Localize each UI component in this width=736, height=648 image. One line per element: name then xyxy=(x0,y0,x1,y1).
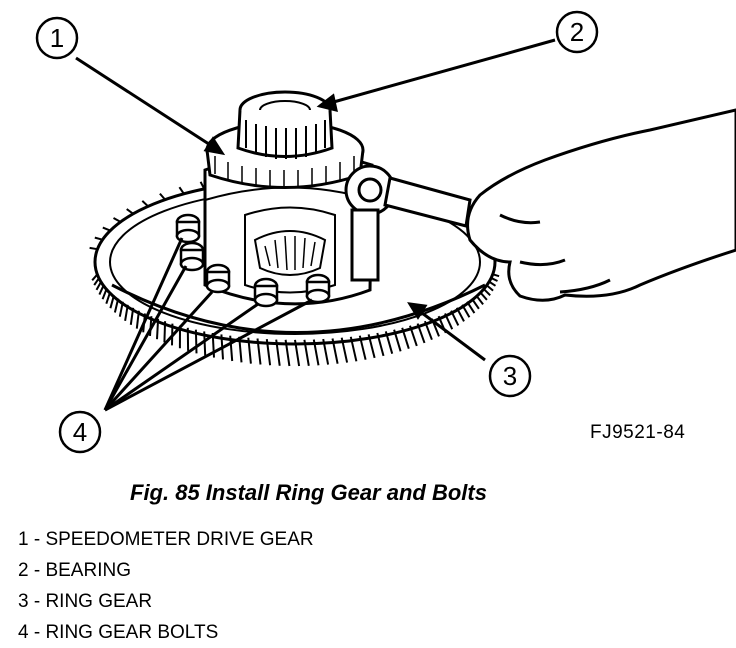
ring-gear-tooth xyxy=(157,319,158,339)
ring-gear-tooth xyxy=(103,228,110,231)
ring-gear-tooth xyxy=(486,285,493,291)
hand xyxy=(468,110,736,300)
ring-gear-tooth xyxy=(204,331,205,355)
legend-item: 3 - RING GEAR xyxy=(18,586,314,617)
ring-gear-tooth xyxy=(483,288,490,295)
ring-gear-tooth xyxy=(114,218,121,222)
ring-gear-tooth xyxy=(92,274,97,280)
svg-text:2: 2 xyxy=(570,17,584,47)
ring-gear-tooth xyxy=(179,187,184,194)
ring-gear-tooth xyxy=(462,305,469,318)
svg-text:1: 1 xyxy=(50,23,64,53)
ring-gear-tooth xyxy=(103,288,107,299)
differential-illustration: 1 2 3 4 xyxy=(0,0,736,470)
callout-2: 2 xyxy=(557,12,597,52)
ring-gear-tooth xyxy=(480,292,487,300)
bolt xyxy=(177,215,199,242)
legend-item: 1 - SPEEDOMETER DRIVE GEAR xyxy=(18,524,314,555)
ring-gear-tooth xyxy=(476,295,483,304)
figure-caption: Fig. 85 Install Ring Gear and Bolts xyxy=(130,480,487,506)
callout-3: 3 xyxy=(490,356,530,396)
bolt xyxy=(255,279,277,306)
ring-gear-tooth xyxy=(106,292,110,304)
ring-gear-tooth xyxy=(467,302,474,313)
callout-4: 4 xyxy=(60,412,100,452)
ring-gear-tooth xyxy=(472,299,479,309)
ring-gear-tooth xyxy=(160,194,165,200)
ring-gear-tooth xyxy=(99,285,103,295)
ring-gear-tooth xyxy=(196,330,197,354)
bearing xyxy=(238,92,332,159)
ring-gear-tooth xyxy=(127,209,134,214)
callout-1: 1 xyxy=(37,18,77,58)
ring-gear-tooth xyxy=(164,321,165,342)
svg-text:4: 4 xyxy=(73,417,87,447)
bolt xyxy=(307,275,329,302)
drawing-code: FJ9521-84 xyxy=(590,422,685,444)
legend-list: 1 - SPEEDOMETER DRIVE GEAR 2 - BEARING 3… xyxy=(18,524,314,648)
bolt xyxy=(207,265,229,292)
ring-gear-tooth xyxy=(90,248,98,249)
legend-item: 4 - RING GEAR BOLTS xyxy=(18,617,314,648)
bolt xyxy=(181,243,203,270)
svg-text:3: 3 xyxy=(503,361,517,391)
ring-gear-tooth xyxy=(94,278,99,285)
ring-gear-tooth xyxy=(97,281,102,290)
legend-item: 2 - BEARING xyxy=(18,555,314,586)
ring-gear-tooth xyxy=(142,201,148,206)
ring-gear-tooth xyxy=(95,238,103,240)
